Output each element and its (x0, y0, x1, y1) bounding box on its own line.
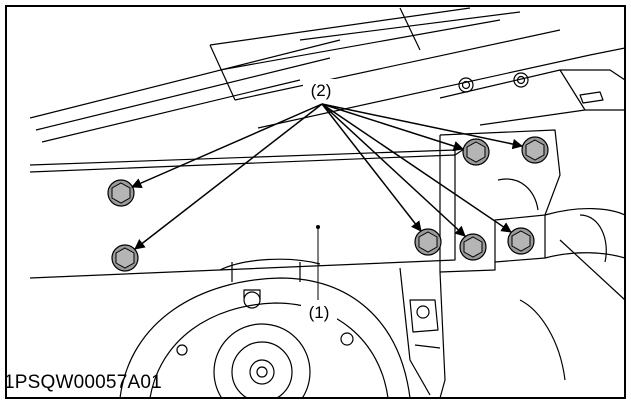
part-2-label: (2) (311, 81, 332, 100)
arrow-to-bolt-1 (131, 103, 323, 189)
bolt-1 (107, 179, 135, 207)
part-2-leaders (131, 103, 524, 250)
arrow-to-bolt-6 (321, 103, 466, 237)
upper-right-housing (439, 69, 625, 126)
lower-bracket (399, 267, 446, 398)
upper-frame-rail (29, 7, 625, 143)
flywheel (119, 258, 411, 398)
mounting-block (439, 129, 561, 273)
part-1-dot (316, 225, 320, 229)
arrow-to-bolt-4 (321, 103, 524, 150)
bolt-7 (507, 227, 535, 255)
side-lever (519, 208, 625, 381)
bolt-4 (521, 136, 549, 164)
bolt-2 (111, 244, 139, 272)
bolt-6 (459, 233, 487, 261)
figure-code: 1PSQW00057A01 (4, 372, 162, 393)
bolt-5 (414, 228, 442, 256)
part-2-label-bg (303, 79, 339, 101)
part-1-label-bg (301, 301, 337, 323)
arrow-to-bolt-3 (321, 103, 465, 152)
arrow-to-bolt-2 (134, 103, 323, 250)
bolt-group (107, 136, 549, 272)
arrow-to-bolt-7 (321, 103, 512, 233)
part-1-label: (1) (309, 303, 330, 322)
arrow-to-bolt-5 (321, 103, 422, 232)
illustration-frame (5, 5, 626, 399)
bolt-3 (462, 138, 490, 166)
